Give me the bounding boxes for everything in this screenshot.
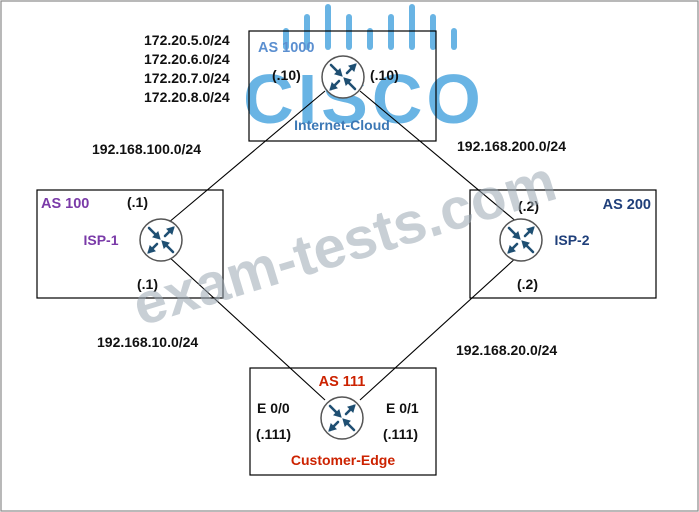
iface-ce-right: E 0/1 xyxy=(386,400,419,416)
subnet-bottom-left: 192.168.10.0/24 xyxy=(97,334,198,350)
addr-ce-left: (.111) xyxy=(256,426,291,442)
as1000-box xyxy=(248,30,437,142)
as100-label: AS 100 xyxy=(41,196,89,212)
router-name-internet-cloud: Internet-Cloud xyxy=(294,117,390,133)
as1000-label: AS 1000 xyxy=(258,40,314,56)
link-isp2-ce xyxy=(359,255,519,401)
addr-isp1-top: (.1) xyxy=(127,194,148,210)
prefix-2: 172.20.6.0/24 xyxy=(144,51,230,67)
addr-isp1-bottom: (.1) xyxy=(137,276,158,292)
link-isp1-ce xyxy=(167,255,326,401)
watermark: exam-tests.com xyxy=(125,148,563,338)
link-cloud-isp1 xyxy=(167,90,326,224)
subnet-top-right: 192.168.200.0/24 xyxy=(457,138,566,154)
addr-isp2-top: (.2) xyxy=(518,198,539,214)
router-isp-1[interactable] xyxy=(139,218,183,262)
addr-ce-right: (.111) xyxy=(383,426,418,442)
prefix-4: 172.20.8.0/24 xyxy=(144,89,230,105)
as100-box xyxy=(36,189,224,299)
iface-ce-left: E 0/0 xyxy=(257,400,290,416)
router-icon xyxy=(147,226,175,254)
as200-box xyxy=(469,189,657,299)
router-icon xyxy=(507,226,535,254)
router-icon xyxy=(329,63,357,91)
router-isp-2[interactable] xyxy=(499,218,543,262)
as200-label: AS 200 xyxy=(603,197,651,213)
as111-box xyxy=(249,367,437,476)
subnet-top-left: 192.168.100.0/24 xyxy=(92,141,201,157)
as111-label: AS 111 xyxy=(319,374,366,390)
router-name-isp-2: ISP-2 xyxy=(554,232,589,248)
router-name-isp-1: ISP-1 xyxy=(83,232,118,248)
addr-isp2-bottom: (.2) xyxy=(517,276,538,292)
link-cloud-isp2 xyxy=(359,90,519,224)
addr-cloud-right: (.10) xyxy=(370,67,399,83)
prefix-3: 172.20.7.0/24 xyxy=(144,70,230,86)
subnet-bottom-right: 192.168.20.0/24 xyxy=(456,342,557,358)
router-name-customer-edge: Customer-Edge xyxy=(291,452,395,468)
cisco-logo-bars xyxy=(283,4,457,50)
router-customer-edge[interactable] xyxy=(320,396,364,440)
addr-cloud-left: (.10) xyxy=(272,67,301,83)
prefix-1: 172.20.5.0/24 xyxy=(144,32,230,48)
router-icon xyxy=(328,404,356,432)
router-internet-cloud[interactable] xyxy=(321,55,365,99)
